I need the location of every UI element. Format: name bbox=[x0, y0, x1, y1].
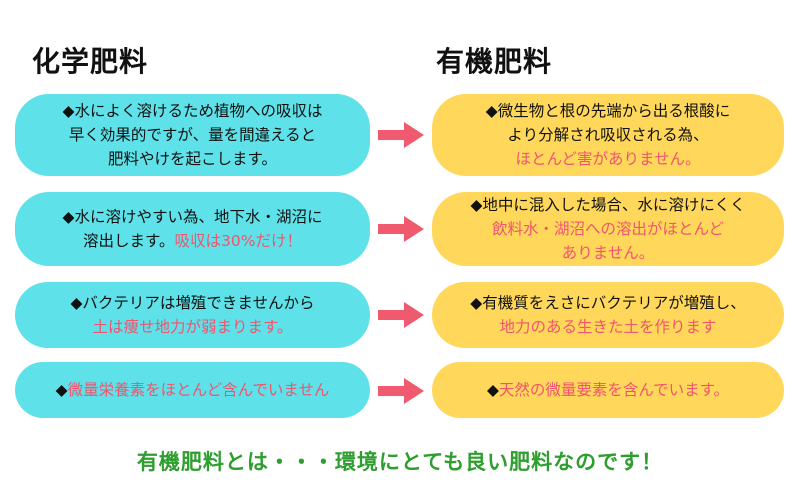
organic-point-1-line-2: より分解され吸収される為、 bbox=[507, 126, 709, 144]
chemical-point-4: ◆微量栄養素をほとんど含んでいません bbox=[15, 362, 370, 418]
organic-point-3: ◆有機質をえさにバクテリアが増殖し、 地力のある生きた土を作ります bbox=[432, 282, 784, 348]
chemical-point-3-line-1: ◆バクテリアは増殖できませんから bbox=[70, 294, 315, 312]
organic-point-4: ◆天然の微量要素を含んでいます。 bbox=[432, 362, 784, 418]
chemical-point-1-line-1: ◆水によく溶けるため植物への吸収は bbox=[62, 102, 323, 120]
chemical-point-1-line-3: 肥料やけを起こします。 bbox=[108, 150, 277, 168]
chemical-point-4-line-1: ◆微量栄養素をほとんど含んでいません bbox=[56, 378, 330, 402]
organic-point-1: ◆微生物と根の先端から出る根酸に より分解され吸収される為、 ほとんど害がありま… bbox=[432, 94, 784, 176]
heading-chemical-fertilizer: 化学肥料 bbox=[32, 45, 149, 78]
chemical-point-2-highlight: 吸収は30%だけ！ bbox=[174, 232, 302, 250]
organic-point-2-highlight-1: 飲料水・湖沼への溶出がほとんど bbox=[491, 220, 725, 238]
chemical-point-3: ◆バクテリアは増殖できませんから 土は痩せ地力が弱まります。 bbox=[15, 282, 370, 348]
arrow-right-icon bbox=[378, 302, 424, 328]
heading-organic-fertilizer: 有機肥料 bbox=[436, 45, 553, 78]
chemical-point-2-line-1: ◆水に溶けやすい為、地下水・湖沼に bbox=[62, 208, 323, 226]
bullet-icon: ◆ bbox=[55, 381, 68, 399]
chemical-point-1-line-2: 早く効果的ですが、量を間違えると bbox=[68, 126, 317, 144]
organic-point-4-line-1: ◆天然の微量要素を含んでいます。 bbox=[487, 378, 729, 402]
chemical-point-1: ◆水によく溶けるため植物への吸収は 早く効果的ですが、量を間違えると 肥料やけを… bbox=[15, 94, 370, 176]
organic-point-2-highlight-2: ありません。 bbox=[561, 244, 655, 262]
organic-point-4-highlight: 天然の微量要素を含んでいます。 bbox=[498, 381, 730, 399]
organic-point-2: ◆地中に混入した場合、水に溶けにくく 飲料水・湖沼への溶出がほとんど ありません… bbox=[432, 192, 784, 266]
chemical-point-2: ◆水に溶けやすい為、地下水・湖沼に 溶出します。吸収は30%だけ！ bbox=[15, 192, 370, 266]
chemical-point-4-highlight: 微量栄養素をほとんど含んでいません bbox=[67, 381, 330, 399]
arrow-right-icon bbox=[378, 378, 424, 404]
chemical-point-2-line-2: 溶出します。吸収は30%だけ！ bbox=[83, 229, 302, 253]
organic-point-3-highlight: 地力のある生きた土を作ります bbox=[499, 318, 717, 336]
arrow-right-icon bbox=[378, 122, 424, 148]
organic-point-2-line-1: ◆地中に混入した場合、水に溶けにくく bbox=[470, 196, 746, 214]
bullet-icon: ◆ bbox=[486, 381, 499, 399]
chemical-point-2-text: 溶出します。 bbox=[83, 232, 175, 250]
chemical-point-3-highlight: 土は痩せ地力が弱まります。 bbox=[92, 318, 293, 336]
arrow-right-icon bbox=[378, 216, 424, 242]
organic-point-3-line-1: ◆有機質をえさにバクテリアが増殖し、 bbox=[470, 294, 746, 312]
organic-point-1-line-1: ◆微生物と根の先端から出る根酸に bbox=[485, 102, 731, 120]
footer-conclusion: 有機肥料とは・・・環境にとても良い肥料なのです！ bbox=[136, 450, 664, 474]
organic-point-1-highlight: ほとんど害がありません。 bbox=[515, 150, 701, 168]
